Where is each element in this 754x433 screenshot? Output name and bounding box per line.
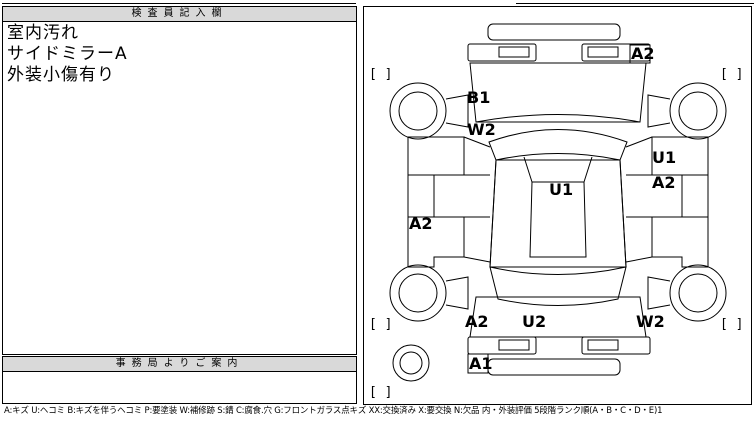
- inspection-header: 検査員記入欄: [2, 6, 357, 22]
- damage-label-a2-right: A2: [652, 173, 676, 192]
- damage-label-w2-rear: W2: [636, 312, 665, 331]
- car-diagram: [389, 23, 727, 382]
- damage-label-b1: B1: [467, 88, 491, 107]
- top-rule-right: [516, 0, 754, 4]
- headlight-left-shape: [467, 43, 537, 62]
- taillight-right-shape: [581, 336, 651, 355]
- bracket-front-left: [ ]: [369, 67, 393, 82]
- wheel-rear-left-shape: [389, 264, 469, 322]
- label-box-a1-rear: [467, 353, 489, 374]
- front-bumper-shape: [487, 23, 621, 41]
- windshield-shape: [488, 129, 628, 161]
- damage-label-u2-rear: U2: [522, 312, 547, 331]
- bracket-front-right: [ ]: [720, 67, 744, 82]
- inspection-note-2: サイドミラーA: [7, 44, 128, 64]
- office-message-box: [2, 371, 357, 404]
- damage-code-legend: A:キズ U:ヘコミ B:キズを伴うヘコミ P:要塗装 W:補修跡 S:錆 C:…: [4, 406, 663, 416]
- damage-label-a2-left: A2: [409, 214, 433, 233]
- damage-label-a2-rear-left: A2: [465, 312, 489, 331]
- roof-shape: [489, 159, 627, 268]
- inspection-note-1: 室内汚れ: [7, 23, 79, 43]
- bracket-rear-left: [ ]: [369, 317, 393, 332]
- inspection-notes-box: 室内汚れ サイドミラーA 外装小傷有り: [2, 21, 357, 355]
- left-side-body-shape: [407, 136, 465, 268]
- damage-label-w2-front: W2: [467, 120, 496, 139]
- damage-label-a2-front-right: A2: [631, 44, 655, 63]
- label-box-a2-front: [629, 44, 651, 64]
- inspection-note-3: 外装小傷有り: [7, 65, 115, 85]
- rear-window-shape: [489, 266, 627, 306]
- rear-bumper-shape: [487, 358, 621, 376]
- bracket-spare: [ ]: [369, 385, 393, 400]
- damage-label-u1-right: U1: [652, 148, 677, 167]
- damage-label-a1-rear: A1: [469, 354, 493, 373]
- wheel-front-left-shape: [389, 82, 469, 140]
- office-header: 事務局よりご案内: [2, 356, 357, 372]
- bracket-rear-right: [ ]: [720, 317, 744, 332]
- wheel-rear-right-shape: [647, 264, 727, 322]
- car-diagram-panel: [ ] [ ] [ ] [ ] [ ] A2 B1 W2 U1 A2 U1 A2…: [363, 6, 752, 405]
- taillight-left-shape: [467, 336, 537, 355]
- damage-label-u1-center: U1: [549, 180, 574, 199]
- trunk-shape: [469, 296, 647, 338]
- top-rule-left: [2, 0, 356, 4]
- spare-tire-shape: [392, 344, 430, 382]
- hood-shape: [469, 62, 647, 123]
- wheel-front-right-shape: [647, 82, 727, 140]
